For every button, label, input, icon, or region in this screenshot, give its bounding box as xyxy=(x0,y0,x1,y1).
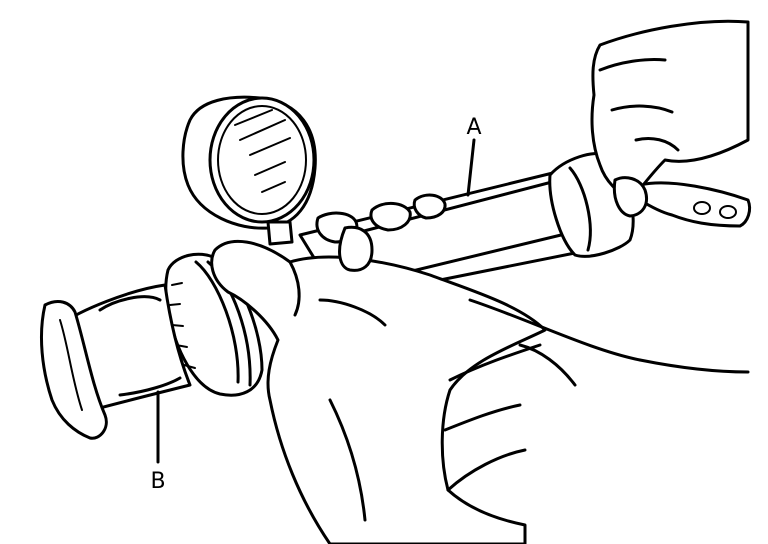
right-hand xyxy=(590,19,750,218)
right-sleeve xyxy=(468,298,750,387)
callout-a-label: A xyxy=(466,115,481,140)
adapter-flange xyxy=(40,300,108,440)
pump-handle-loop xyxy=(638,181,752,228)
callout-a-leader xyxy=(466,138,476,197)
callout-b-label: B xyxy=(150,469,165,494)
left-hand-fingers xyxy=(315,193,447,272)
pressure-gauge xyxy=(181,95,317,246)
left-hand xyxy=(210,239,547,544)
